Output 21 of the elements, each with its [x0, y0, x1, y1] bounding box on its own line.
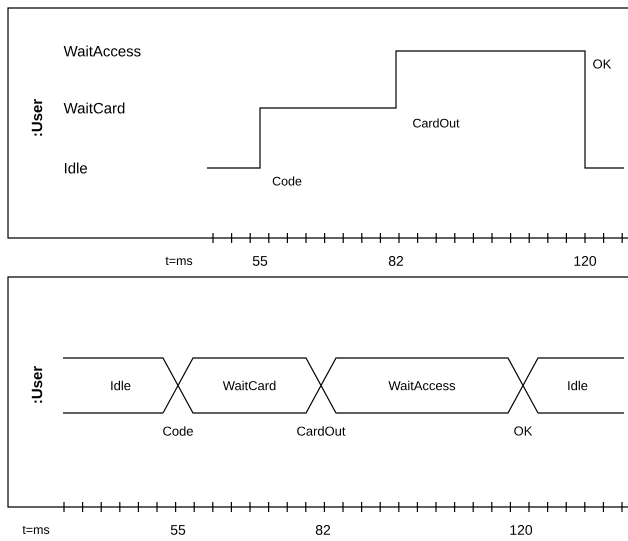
state-label: Idle	[64, 162, 88, 174]
axis-unit-label: t=ms	[22, 526, 50, 534]
tick-label: 120	[510, 525, 532, 535]
axis-unit-label: t=ms	[166, 256, 192, 266]
event-label: Code	[272, 176, 302, 186]
event-label: CardOut	[297, 426, 346, 436]
tick-label: 55	[170, 525, 186, 535]
event-label: CardOut	[413, 118, 460, 128]
event-label: Code	[163, 426, 193, 436]
state-band: WaitCard	[177, 357, 322, 414]
state-band: Idle	[522, 357, 624, 414]
tick-label: 82	[388, 256, 404, 266]
state-band: WaitAccess	[320, 357, 524, 414]
state-label: WaitAccess	[64, 46, 141, 56]
tick-label: 55	[252, 256, 268, 266]
event-label: OK	[593, 59, 612, 69]
tick-label: 120	[574, 256, 596, 266]
state-band: Idle	[62, 357, 179, 414]
state-label: WaitCard	[64, 102, 124, 114]
tick-label: 82	[316, 525, 330, 535]
event-label: OK	[514, 426, 532, 436]
